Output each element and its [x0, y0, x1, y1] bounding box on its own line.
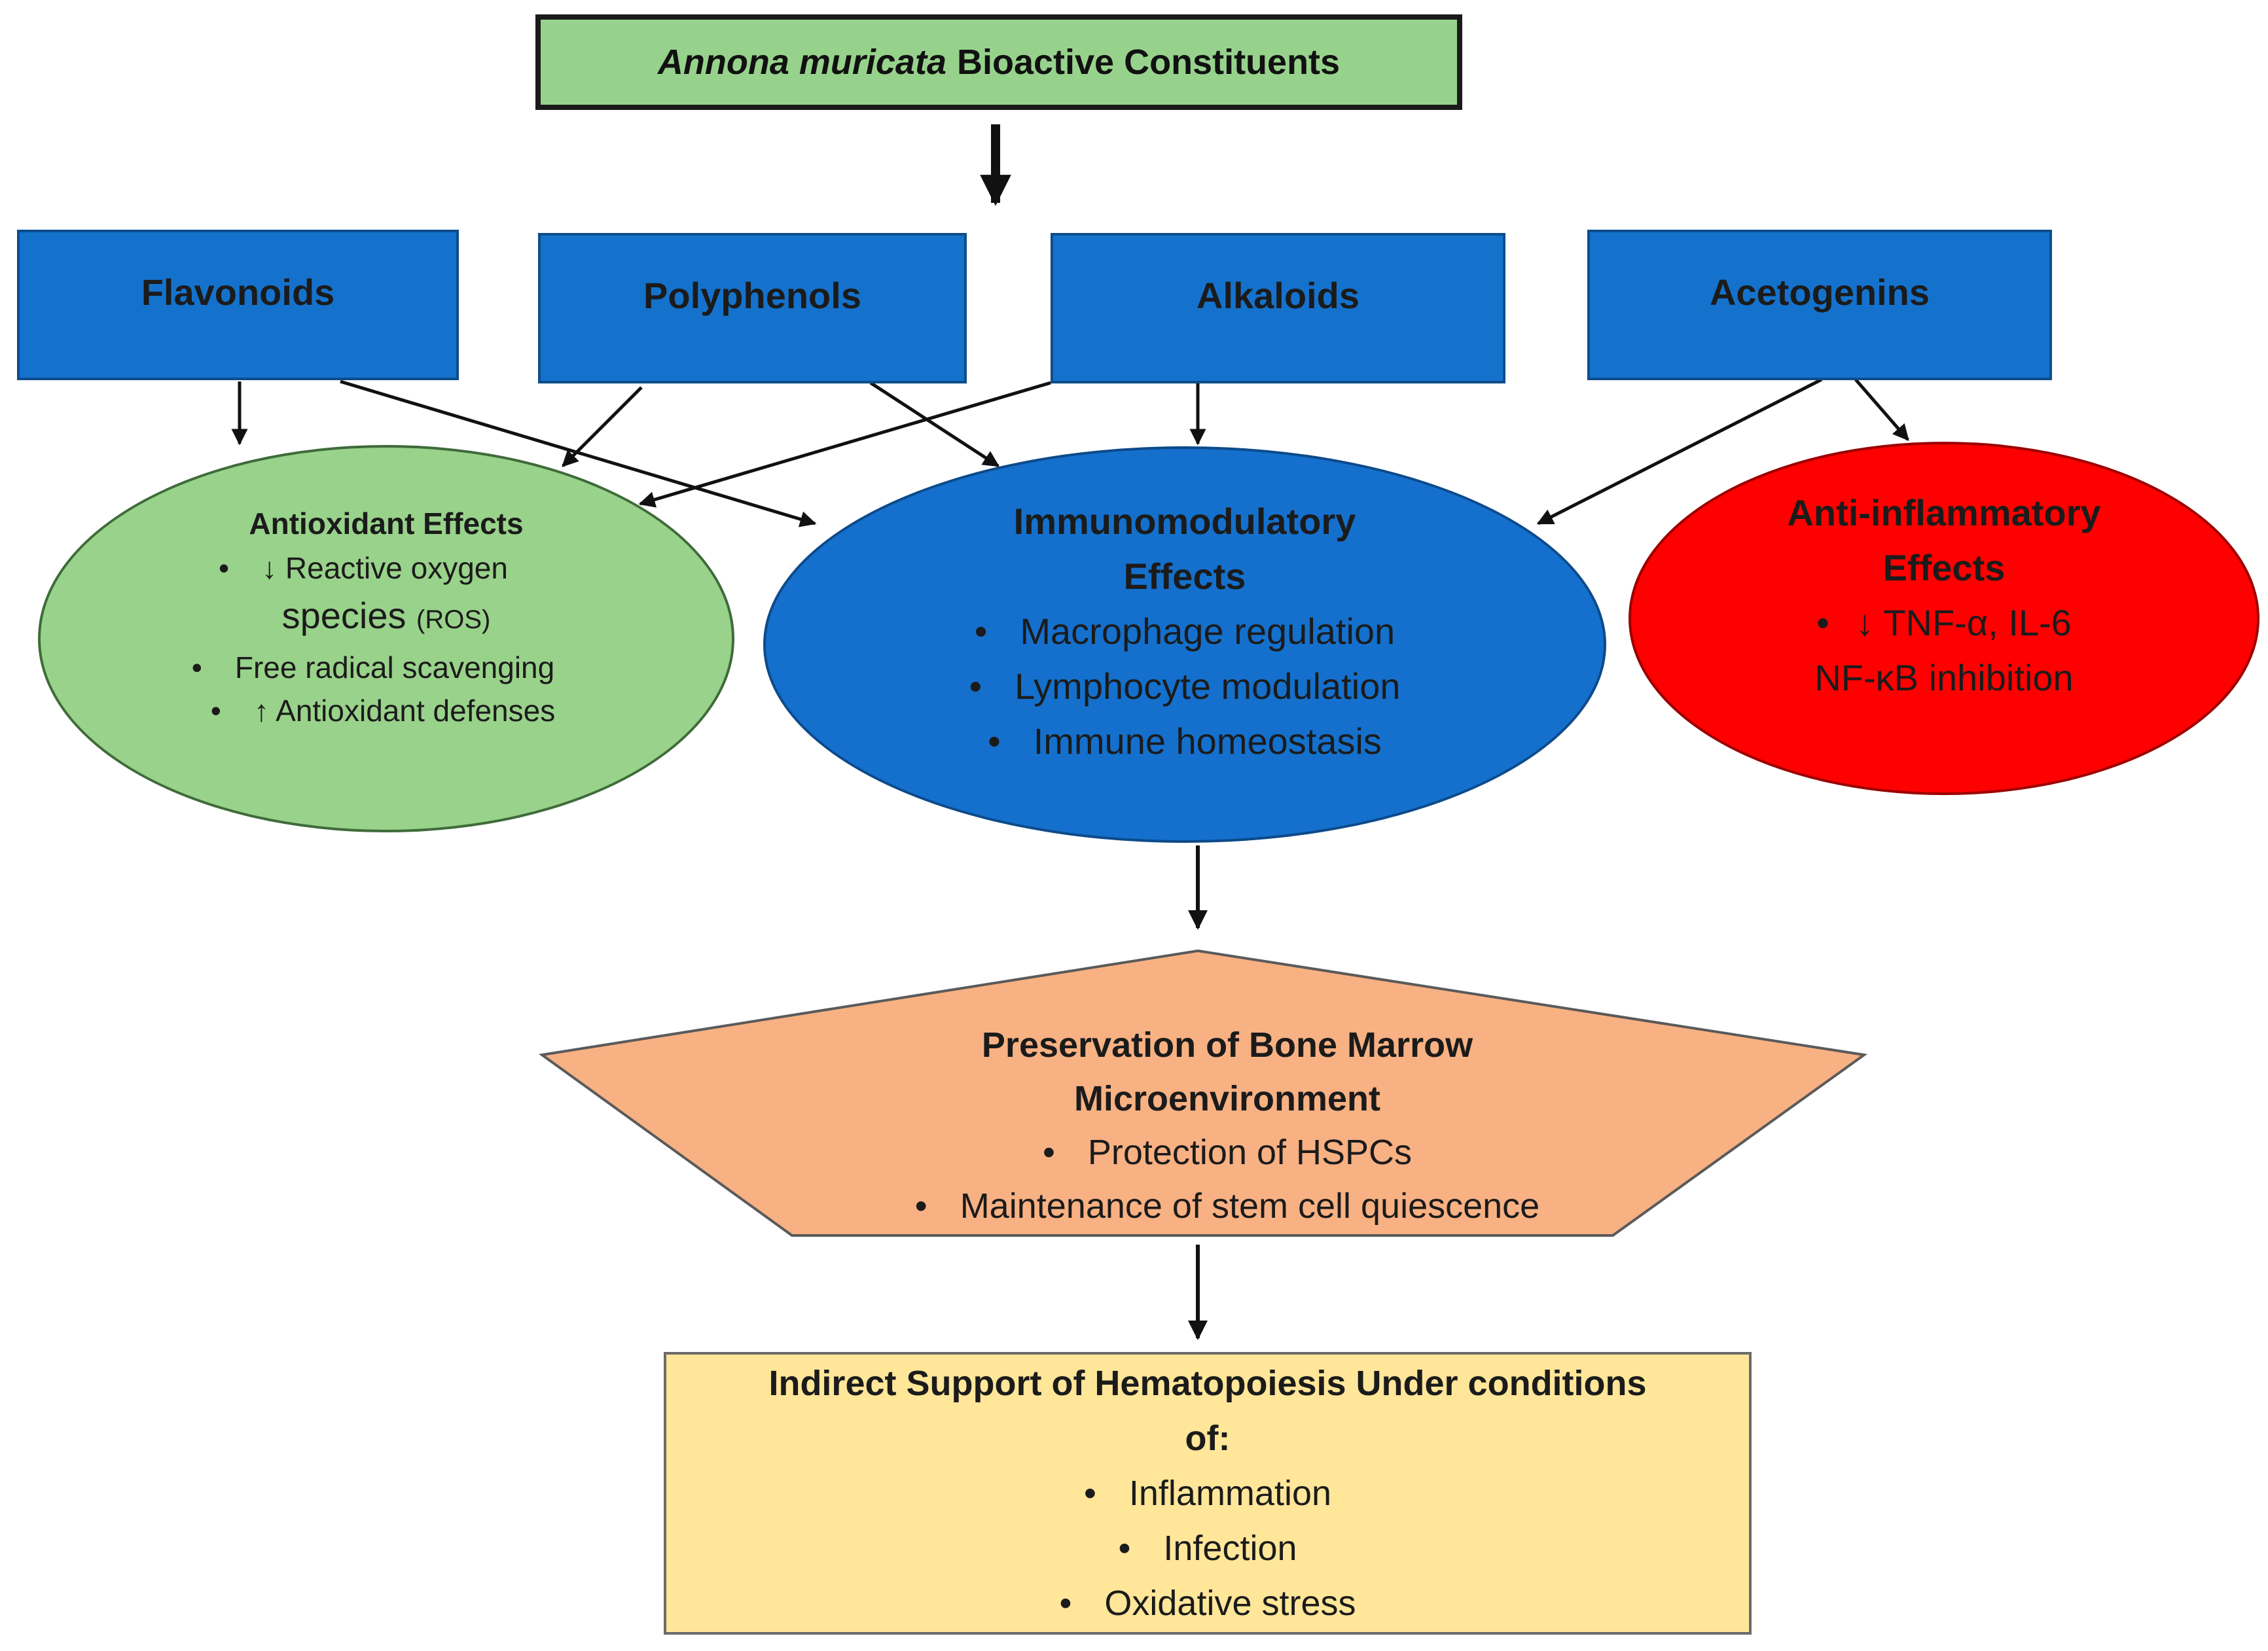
immunomodulatory-bullets: •Macrophage regulation •Lymphocyte modul… — [969, 604, 1401, 769]
constituent-label: Flavonoids — [141, 271, 335, 313]
hematopoiesis-box: Indirect Support of Hematopoiesis Under … — [664, 1352, 1752, 1635]
list-item: •Oxidative stress — [1059, 1584, 1356, 1623]
constituent-label: Polyphenols — [643, 274, 861, 316]
title-rest: Bioactive Constituents — [956, 43, 1341, 82]
arrow-alkaloids-to-antioxidant — [638, 381, 1051, 508]
constituent-alkaloids: Alkaloids — [1051, 233, 1505, 383]
anti-inflammatory-heading: Anti-inflammatory Effects — [1787, 492, 2101, 588]
constituent-polyphenols: Polyphenols — [538, 233, 967, 383]
arrow-polyphenols-to-antioxidant — [562, 386, 643, 467]
antioxidant-bullets: •↓ Reactive oxygen species (ROS) •Free r… — [192, 546, 555, 732]
bone-marrow-heading: Preservation of Bone Marrow Microenviron… — [981, 1025, 1473, 1118]
antioxidant-effects-ellipse: Antioxidant Effects •↓ Reactive oxygen s… — [38, 445, 734, 832]
anti-inflammatory-bullet: •↓ TNF-α, IL-6 — [1816, 602, 2072, 643]
hematopoiesis-heading: Indirect Support of Hematopoiesis Under … — [768, 1364, 1647, 1458]
constituent-label: Acetogenins — [1709, 271, 1930, 313]
list-item: •Infection — [1118, 1529, 1297, 1568]
list-item: •Inflammation — [1083, 1474, 1332, 1513]
constituent-acetogenins: Acetogenins — [1587, 230, 2052, 380]
constituent-label: Alkaloids — [1197, 274, 1359, 316]
list-item: •Protection of HSPCs — [1042, 1133, 1413, 1172]
hematopoiesis-bullets: •Inflammation •Infection •Oxidative stre… — [1059, 1466, 1356, 1631]
list-item: •↑ Antioxidant defenses — [210, 694, 556, 728]
list-item: •↓ Reactive oxygen — [219, 551, 508, 585]
list-item: •Macrophage regulation — [974, 611, 1395, 652]
antioxidant-heading: Antioxidant Effects — [249, 506, 524, 541]
list-item: species (ROS) — [281, 595, 491, 636]
bone-marrow-content: Preservation of Bone Marrow Microenviron… — [655, 1008, 1800, 1243]
bone-marrow-bullets: •Protection of HSPCs •Maintenance of ste… — [915, 1126, 1539, 1233]
arrow-acetogenins-to-immunomodulatory — [1536, 378, 1823, 525]
immunomodulatory-effects-ellipse: Immunomodulatory Effects •Macrophage reg… — [763, 446, 1606, 843]
list-item: •Immune homeostasis — [988, 720, 1382, 762]
list-item: •Lymphocyte modulation — [969, 666, 1401, 707]
list-item: •Free radical scavenging — [191, 650, 555, 684]
anti-inflammatory-effects-ellipse: Anti-inflammatory Effects •↓ TNF-α, IL-6… — [1629, 442, 2259, 795]
arrow-acetogenins-to-antiinflammatory — [1854, 378, 1909, 441]
immunomodulatory-heading: Immunomodulatory Effects — [1013, 501, 1356, 597]
constituent-flavonoids: Flavonoids — [17, 230, 459, 380]
title-box: Annona muricata Bioactive Constituents — [535, 14, 1462, 110]
bone-marrow-pentagon — [538, 949, 1868, 1237]
title-species: Annona muricata — [657, 43, 946, 82]
anti-inflammatory-line2: NF-κB inhibition — [1814, 657, 2074, 698]
arrow-polyphenols-to-immunomodulatory — [869, 381, 1000, 468]
list-item: •Maintenance of stem cell quiescence — [914, 1186, 1540, 1226]
